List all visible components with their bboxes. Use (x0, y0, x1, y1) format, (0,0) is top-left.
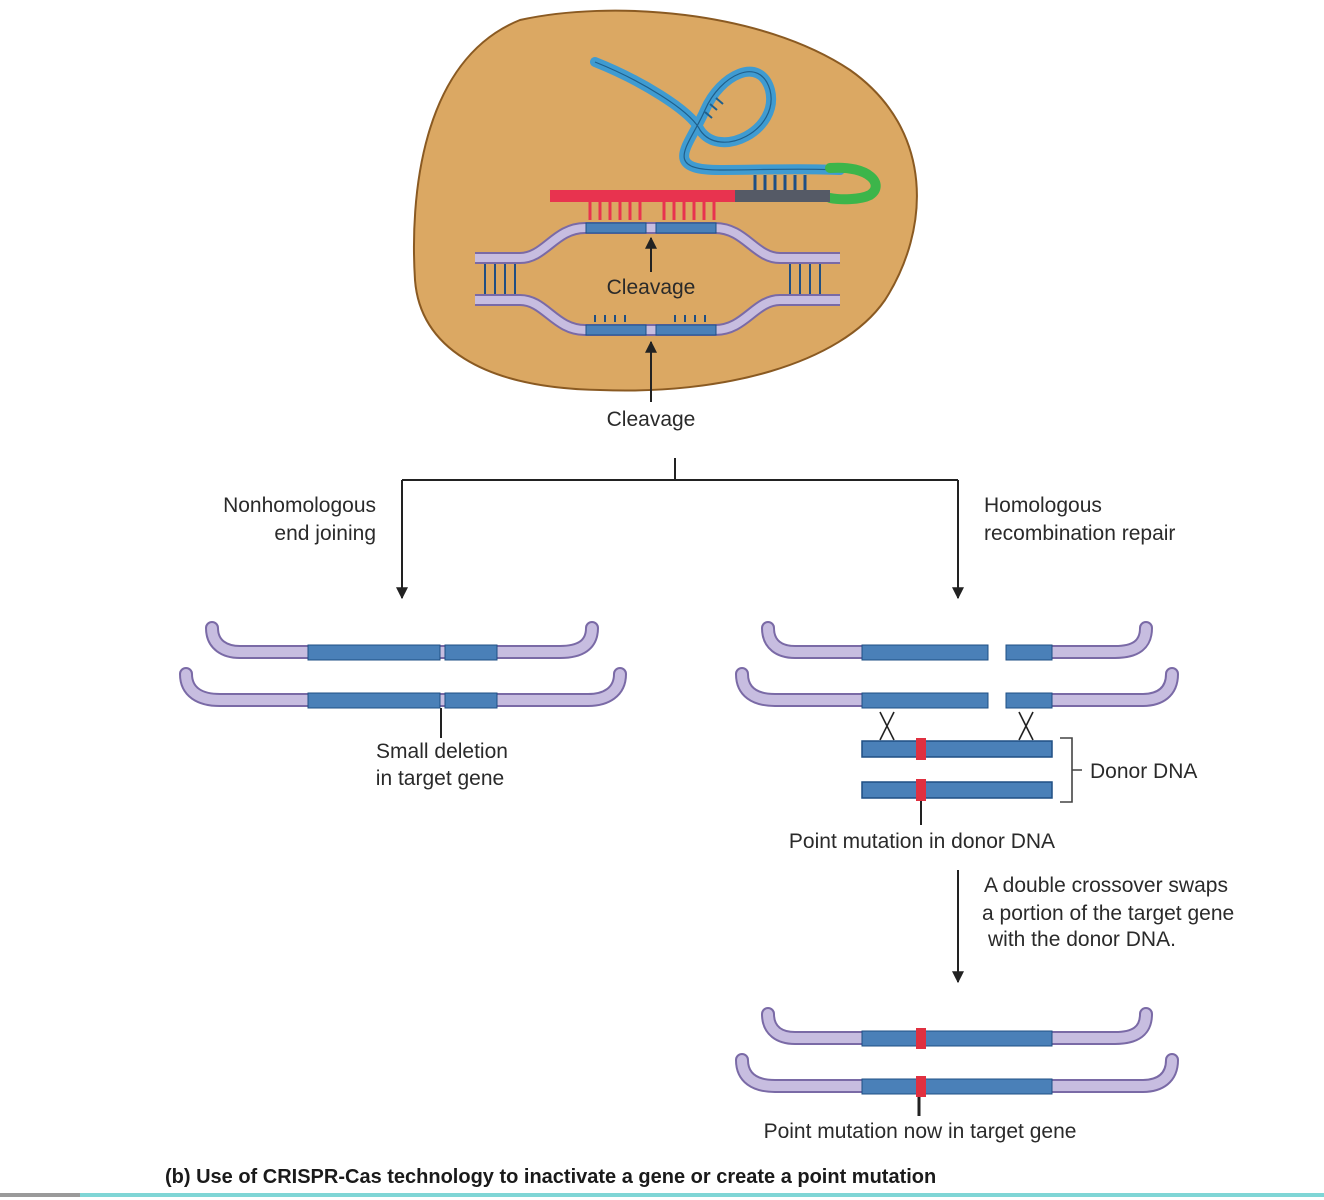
bottom-rule-left (0, 1193, 80, 1197)
guide-rna-dark (735, 190, 830, 202)
guide-rna-red (550, 190, 735, 202)
hr-dna-upper (761, 621, 1153, 664)
donor-dna-upper (861, 738, 1053, 760)
small-deletion-label-line2: in target gene (376, 767, 504, 790)
cell-dna-upper-fill (475, 224, 840, 262)
cleavage-outer-label: Cleavage (607, 408, 696, 431)
rna-hairpin-rungs (704, 97, 724, 119)
donor-dna-lower (861, 779, 1053, 801)
nhej-dna-upper (205, 621, 599, 661)
cell-gene-lower-left (585, 324, 647, 336)
crossover-label-line2: a portion of the target gene (982, 902, 1234, 925)
donor-bracket (1060, 737, 1082, 803)
result-dna-lower (735, 1053, 1179, 1097)
nhej-label-line2: end joining (274, 522, 376, 545)
cell-gene-lower-right (655, 324, 717, 336)
figure-caption: (b) Use of CRISPR-Cas technology to inac… (165, 1166, 936, 1188)
result-dna-upper (761, 1007, 1153, 1049)
cell-dna-lower-fill (475, 296, 840, 334)
nhej-dna-lower (179, 667, 627, 709)
hr-dna-lower (735, 667, 1179, 712)
nhej-label-line1: Nonhomologous (223, 494, 376, 517)
guide-rna-rungs (588, 202, 716, 220)
rna-ribbon-edge (594, 61, 841, 171)
small-deletion-label-line1: Small deletion (376, 740, 508, 763)
bottom-rule (0, 1193, 1324, 1197)
hr-label-line2: recombination repair (984, 522, 1175, 545)
crossover-label-line1: A double crossover swaps (984, 874, 1228, 897)
hr-label-line1: Homologous (984, 494, 1102, 517)
cell-gene-upper-right (655, 222, 717, 234)
scaffold-rungs (753, 175, 807, 190)
donor-dna-label: Donor DNA (1090, 760, 1197, 783)
crossover-label-line3: with the donor DNA. (987, 928, 1176, 951)
point-mutation-target-label: Point mutation now in target gene (764, 1120, 1077, 1143)
cleavage-inner-label: Cleavage (607, 276, 696, 299)
crossover-marks (879, 711, 1034, 741)
point-mutation-donor-label: Point mutation in donor DNA (789, 830, 1055, 853)
cell-dna-rungs (484, 264, 821, 322)
rna-green-segment (825, 162, 881, 205)
cell-gene-upper-left (585, 222, 647, 234)
